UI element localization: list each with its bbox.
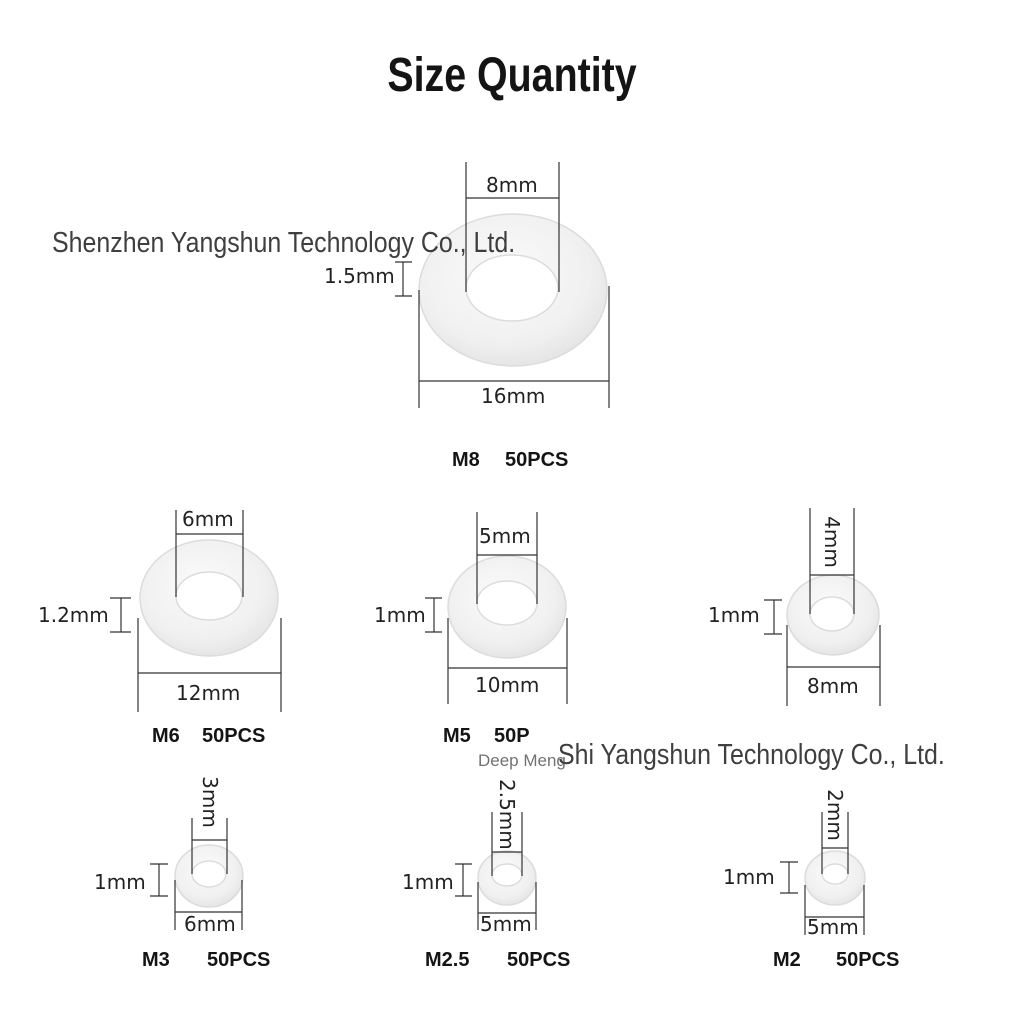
washer-m4-shape [786,574,880,656]
m5-quantity-label: 50P [494,725,530,747]
watermark-company-middle: Shi Yangshun Technology Co., Ltd. [558,739,945,771]
m3-outer-diameter: 6mm [184,912,236,936]
m6-thickness: 1.2mm [38,603,109,627]
m5-inner-diameter: 5mm [479,524,531,548]
page-title: Size Quantity [387,49,637,102]
m2-5-inner-diameter: 2.5mm [495,779,519,850]
m5-thickness: 1mm [374,603,426,627]
m2-5-size-label: M2.5 [425,949,470,971]
watermark-small: Deep Meng [478,751,566,770]
m4-thickness: 1mm [708,603,760,627]
washer-m3-shape [174,844,244,908]
dimension-lines [110,162,881,935]
m6-size-label: M6 [152,725,180,747]
m6-outer-diameter: 12mm [176,681,241,705]
m2-outer-diameter: 5mm [807,915,859,939]
m2-5-quantity-label: 50PCS [507,949,571,971]
m2-quantity-label: 50PCS [836,949,900,971]
m3-thickness: 1mm [94,870,146,894]
m2-thickness: 1mm [723,865,775,889]
m2-5-outer-diameter: 5mm [480,912,532,936]
m5-size-label: M5 [443,725,471,747]
m8-quantity-label: 50PCS [505,449,569,471]
m6-quantity-label: 50PCS [202,725,266,747]
m6-inner-diameter: 6mm [182,507,234,531]
m8-inner-diameter: 8mm [486,173,538,197]
m2-inner-diameter: 2mm [823,789,847,841]
m4-inner-diameter: 4mm [820,516,844,568]
m2-size-label: M2 [773,949,801,971]
washer-m6-shape [139,539,279,657]
m3-quantity-label: 50PCS [207,949,271,971]
m5-outer-diameter: 10mm [475,673,540,697]
m8-outer-diameter: 16mm [481,384,546,408]
washer-m2-5-shape [477,850,537,906]
washer-m5-shape [447,555,567,659]
m8-thickness: 1.5mm [324,264,395,288]
m2-5-thickness: 1mm [402,870,454,894]
m3-inner-diameter: 3mm [198,776,222,828]
washer-m2-shape [804,850,866,906]
m4-outer-diameter: 8mm [807,674,859,698]
m3-size-label: M3 [142,949,170,971]
watermark-company-top: Shenzhen Yangshun Technology Co., Ltd. [52,227,516,259]
m8-size-label: M8 [452,449,480,471]
